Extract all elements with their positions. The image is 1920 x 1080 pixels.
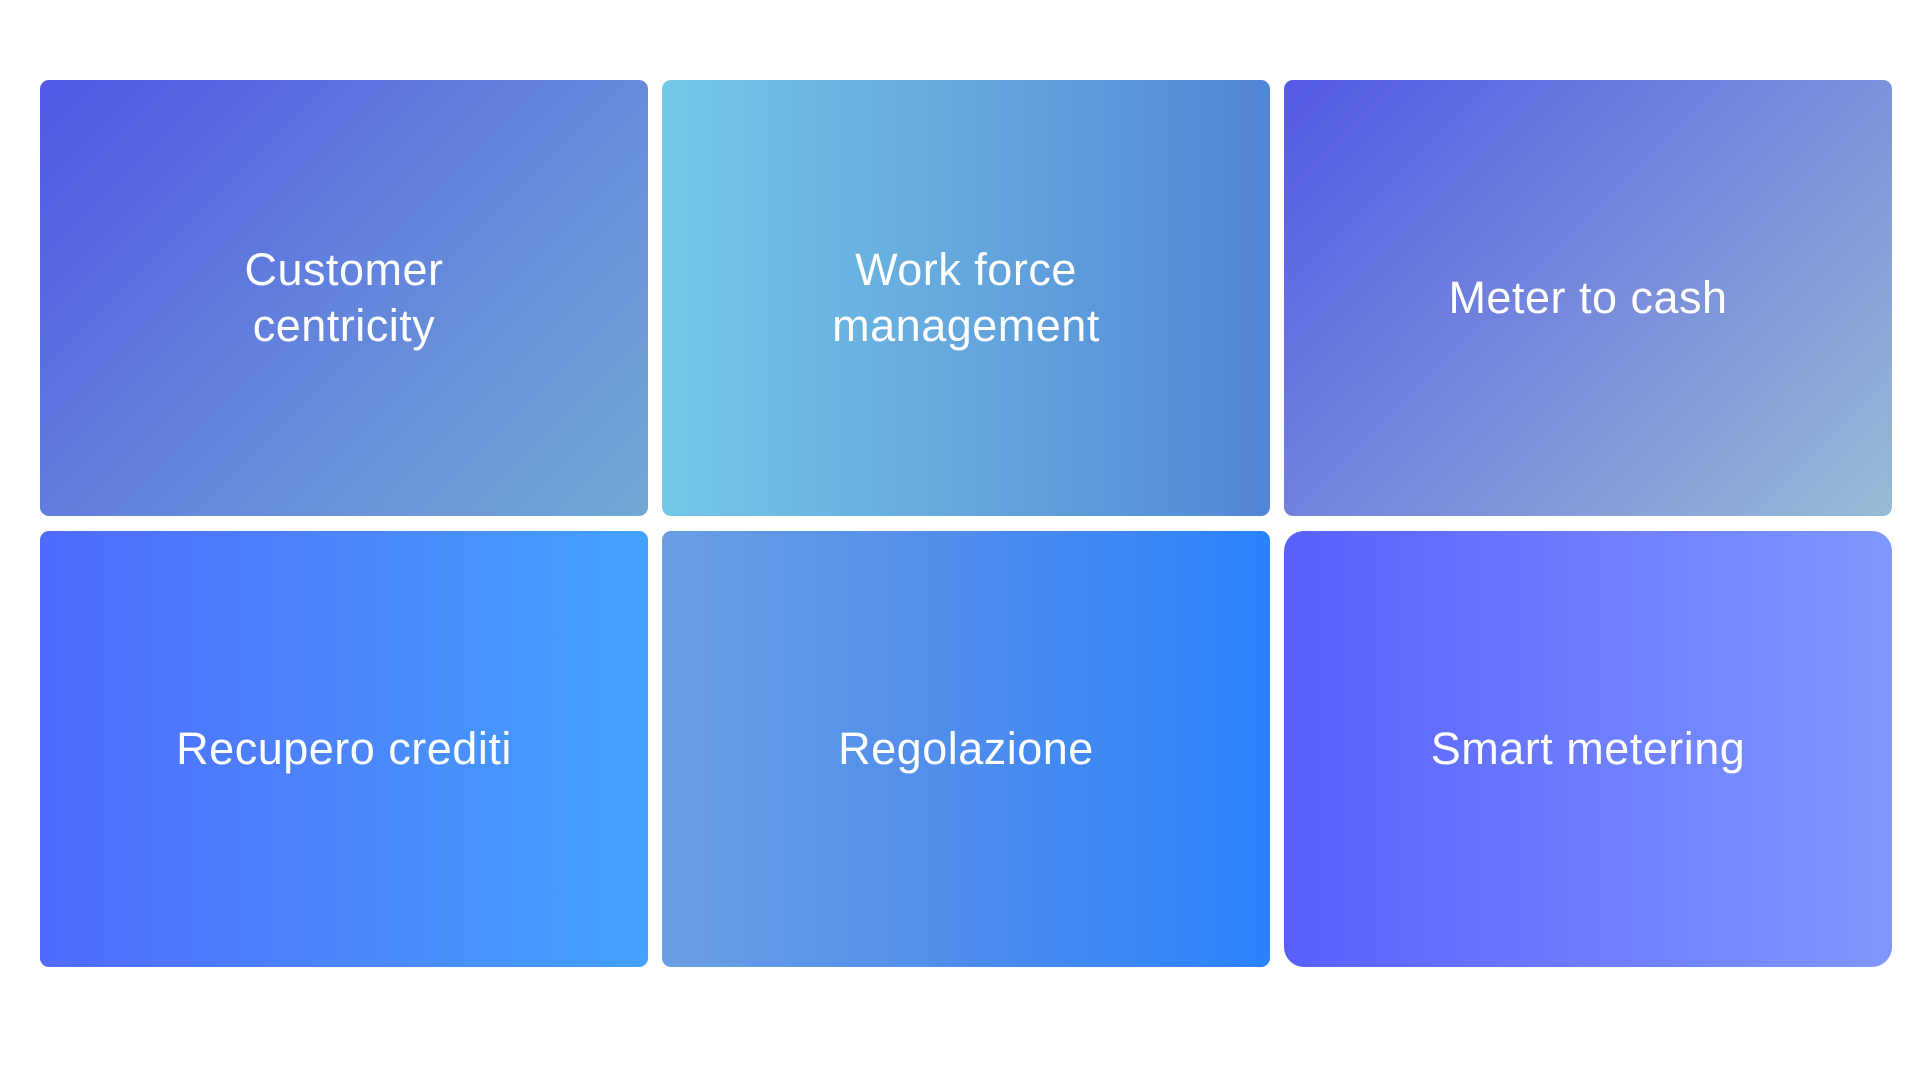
- tile-label: Regolazione: [838, 723, 1094, 774]
- tile-regolazione[interactable]: Regolazione: [662, 531, 1270, 967]
- tile-grid: Customer centricity Work force managemen…: [40, 80, 1892, 967]
- tile-label: Meter to cash: [1448, 272, 1728, 323]
- tile-work-force-management[interactable]: Work force management: [662, 80, 1270, 516]
- tile-label: Smart metering: [1430, 723, 1746, 774]
- tile-label: Customer centricity: [244, 244, 444, 351]
- tile-label: Recupero crediti: [176, 723, 512, 774]
- tile-label: Work force management: [832, 244, 1100, 351]
- tile-customer-centricity[interactable]: Customer centricity: [40, 80, 648, 516]
- tile-meter-to-cash[interactable]: Meter to cash: [1284, 80, 1892, 516]
- tile-recupero-crediti[interactable]: Recupero crediti: [40, 531, 648, 967]
- tile-smart-metering[interactable]: Smart metering: [1284, 531, 1892, 967]
